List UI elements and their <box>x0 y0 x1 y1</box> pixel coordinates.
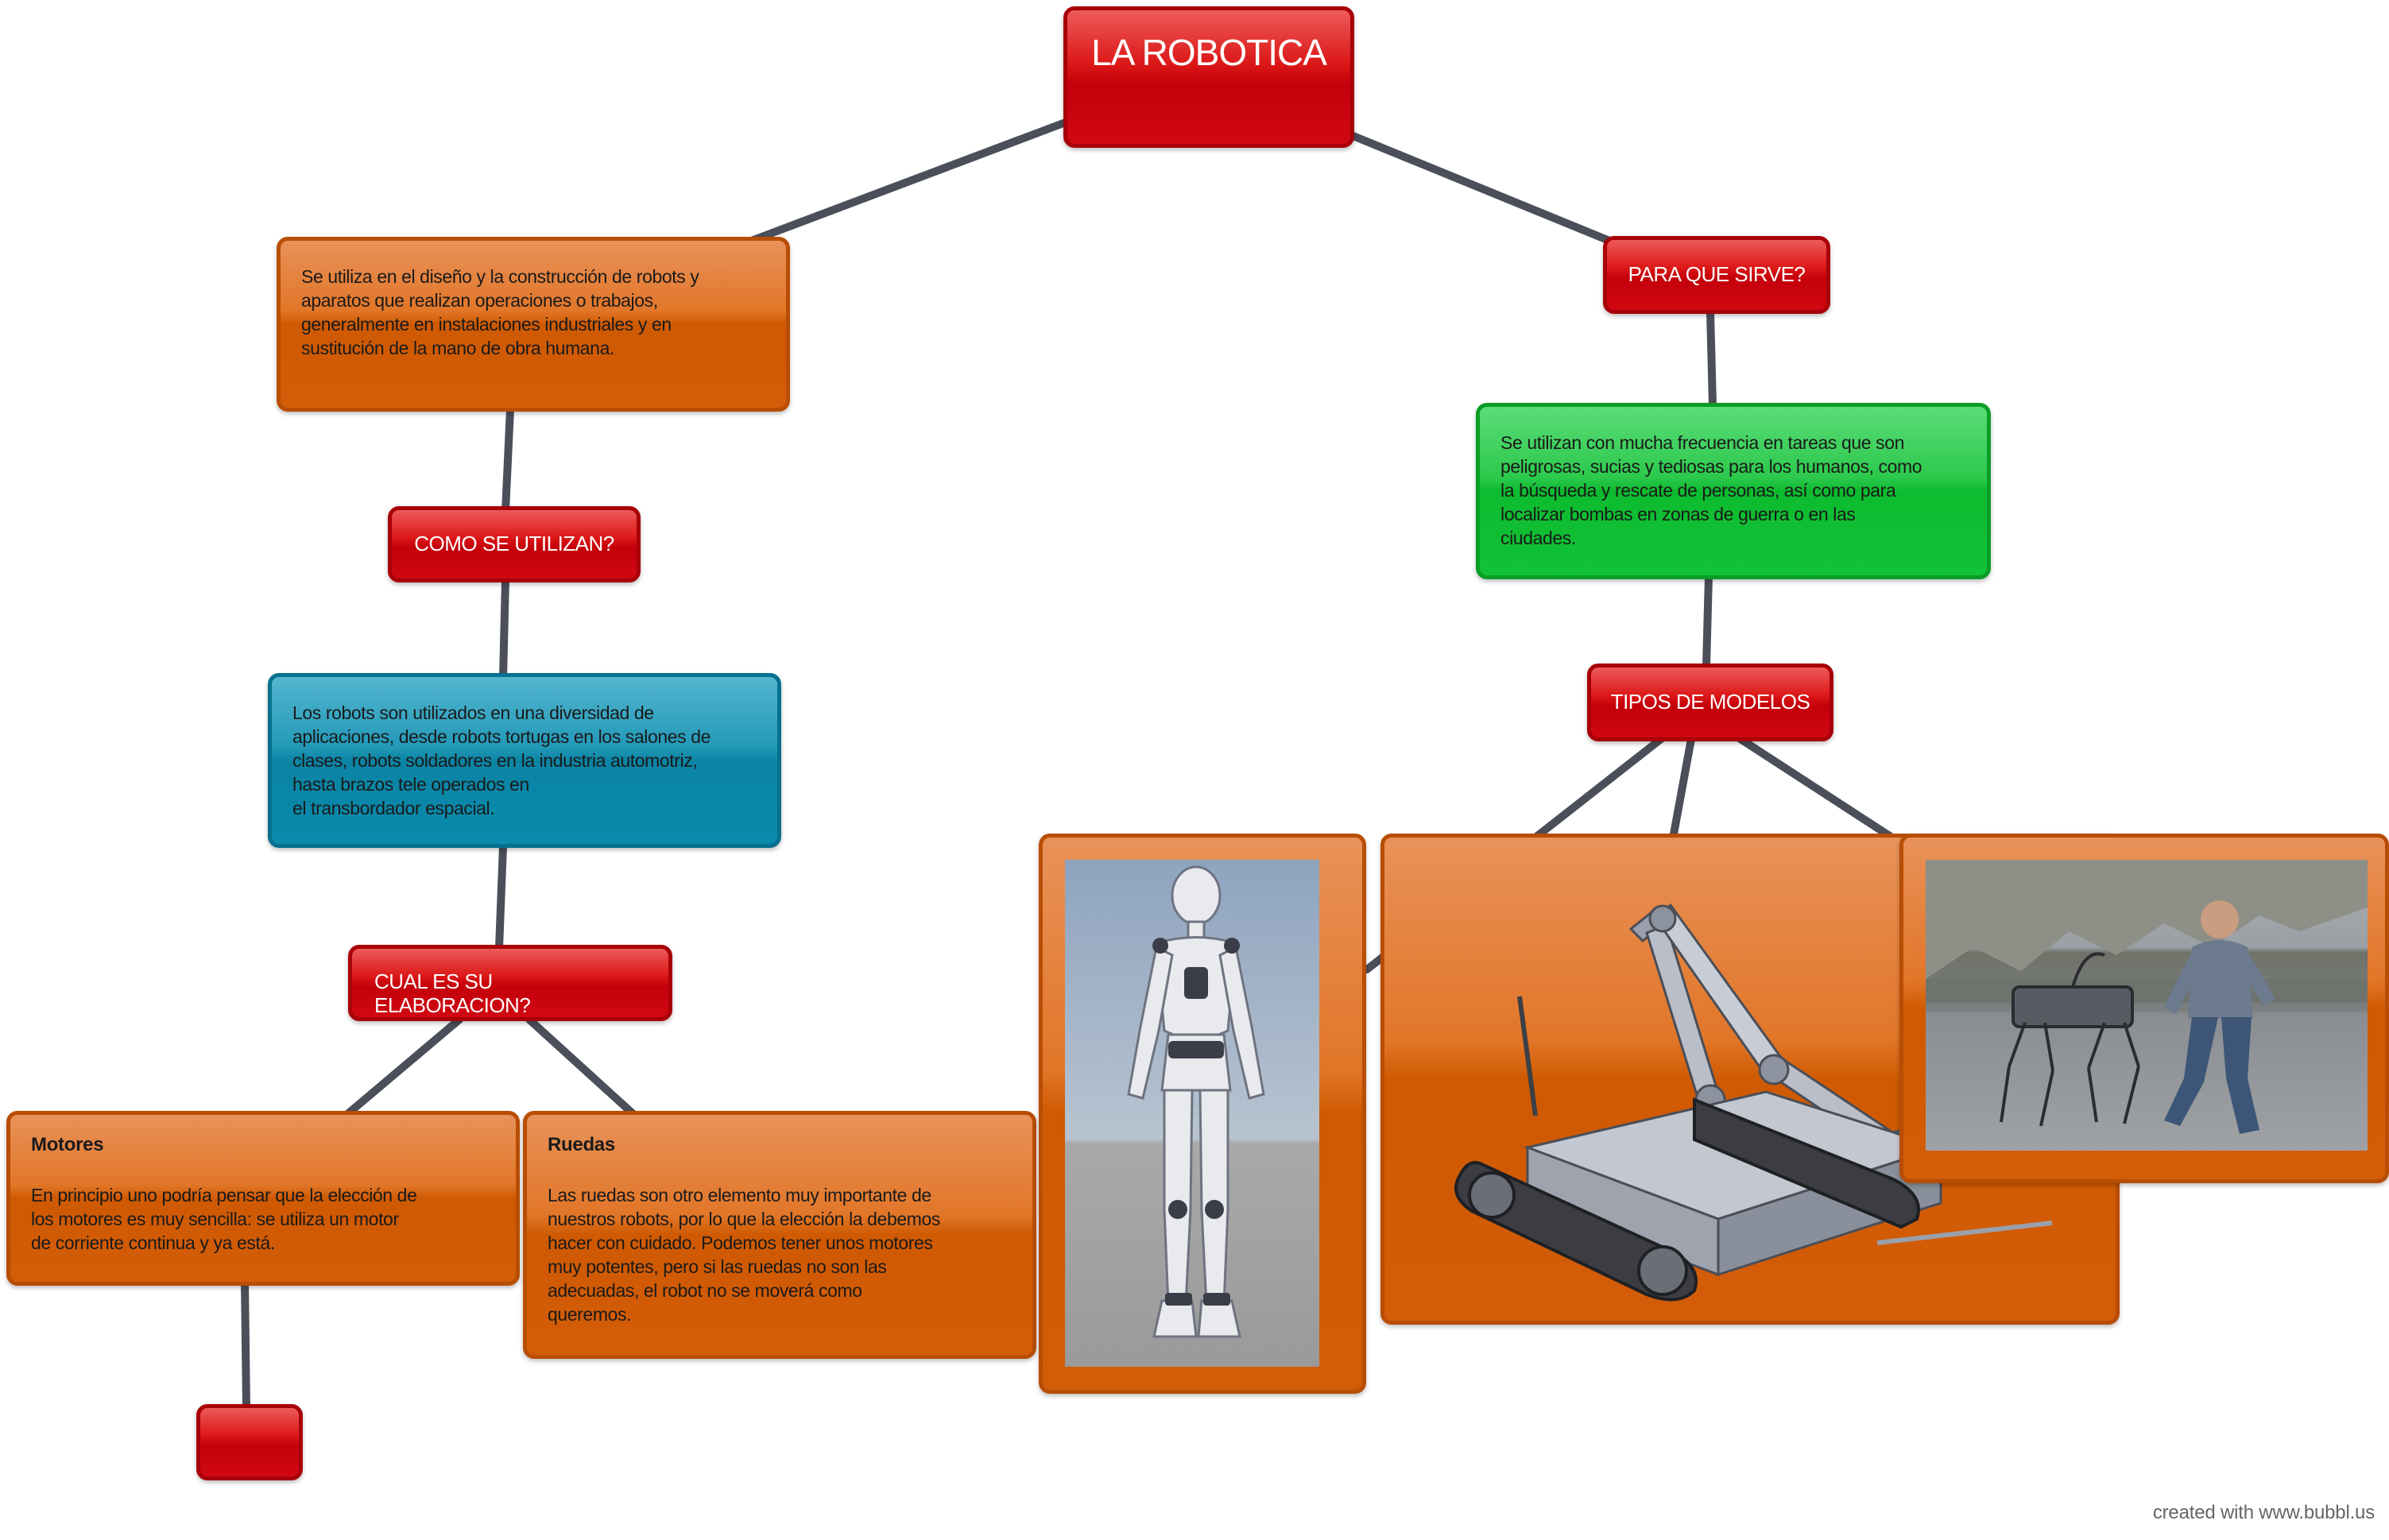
tipos-de-modelos-node[interactable]: TIPOS DE MODELOS <box>1587 664 1833 741</box>
connector-root-para-que-sirve <box>1351 135 1613 242</box>
connector-motores-empty <box>245 1282 246 1407</box>
quadruped-robot-node[interactable] <box>1899 834 2389 1183</box>
connector-uses-elaboracion <box>499 846 503 948</box>
connector-elaboracion-ruedas <box>529 1020 634 1115</box>
empty-child-label <box>200 1408 299 1476</box>
cual-es-su-elaboracion-label: CUAL ES SU ELABORACION? <box>352 949 668 1017</box>
como-se-utilizan-label: COMO SE UTILIZAN? <box>392 510 637 578</box>
motores-text: En principio uno podría pensar que la el… <box>31 1183 497 1255</box>
empty-child-node[interactable] <box>196 1404 303 1480</box>
connector-para-purpose <box>1710 311 1713 405</box>
connector-elaboracion-motores <box>347 1020 459 1115</box>
humanoid-robot-image <box>1065 860 1319 1367</box>
root-node-la-robotica[interactable]: LA ROBOTICA <box>1063 6 1354 148</box>
root-title: LA ROBOTICA <box>1067 10 1350 144</box>
definition-node[interactable]: Se utiliza en el diseño y la construcció… <box>277 237 790 412</box>
definition-text: Se utiliza en el diseño y la construcció… <box>301 265 767 360</box>
connector-tipos-quadruped <box>1740 739 1899 842</box>
para-que-sirve-node[interactable]: PARA QUE SIRVE? <box>1603 236 1830 314</box>
purpose-node[interactable]: Se utilizan con mucha frecuencia en tare… <box>1476 403 1991 579</box>
quadruped-robot-image <box>1926 860 2368 1151</box>
bubbl-credit[interactable]: created with www.bubbl.us <box>2153 1502 2375 1524</box>
humanoid-robot-node[interactable] <box>1039 834 1366 1394</box>
motores-node[interactable]: Motores En principio uno podría pensar q… <box>6 1111 520 1286</box>
ruedas-node[interactable]: Ruedas Las ruedas son otro elemento muy … <box>523 1111 1036 1359</box>
connector-como-uses <box>503 580 505 678</box>
connector-tipos-tracked <box>1673 739 1691 838</box>
motores-heading: Motores <box>31 1134 103 1156</box>
ruedas-heading: Ruedas <box>548 1134 615 1156</box>
para-que-sirve-label: PARA QUE SIRVE? <box>1607 240 1826 310</box>
connector-definition-como <box>505 409 510 511</box>
purpose-text: Se utilizan con mucha frecuencia en tare… <box>1500 431 1968 550</box>
cual-es-su-elaboracion-node[interactable]: CUAL ES SU ELABORACION? <box>348 945 672 1021</box>
connector-root-definition <box>747 123 1063 242</box>
uses-text: Los robots son utilizados en una diversi… <box>292 701 758 820</box>
uses-node[interactable]: Los robots son utilizados en una diversi… <box>268 673 781 848</box>
ruedas-text: Las ruedas son otro elemento muy importa… <box>548 1183 1013 1326</box>
como-se-utilizan-node[interactable]: COMO SE UTILIZAN? <box>388 506 641 582</box>
tipos-de-modelos-label: TIPOS DE MODELOS <box>1591 667 1830 737</box>
connector-purpose-tipos <box>1706 576 1709 666</box>
